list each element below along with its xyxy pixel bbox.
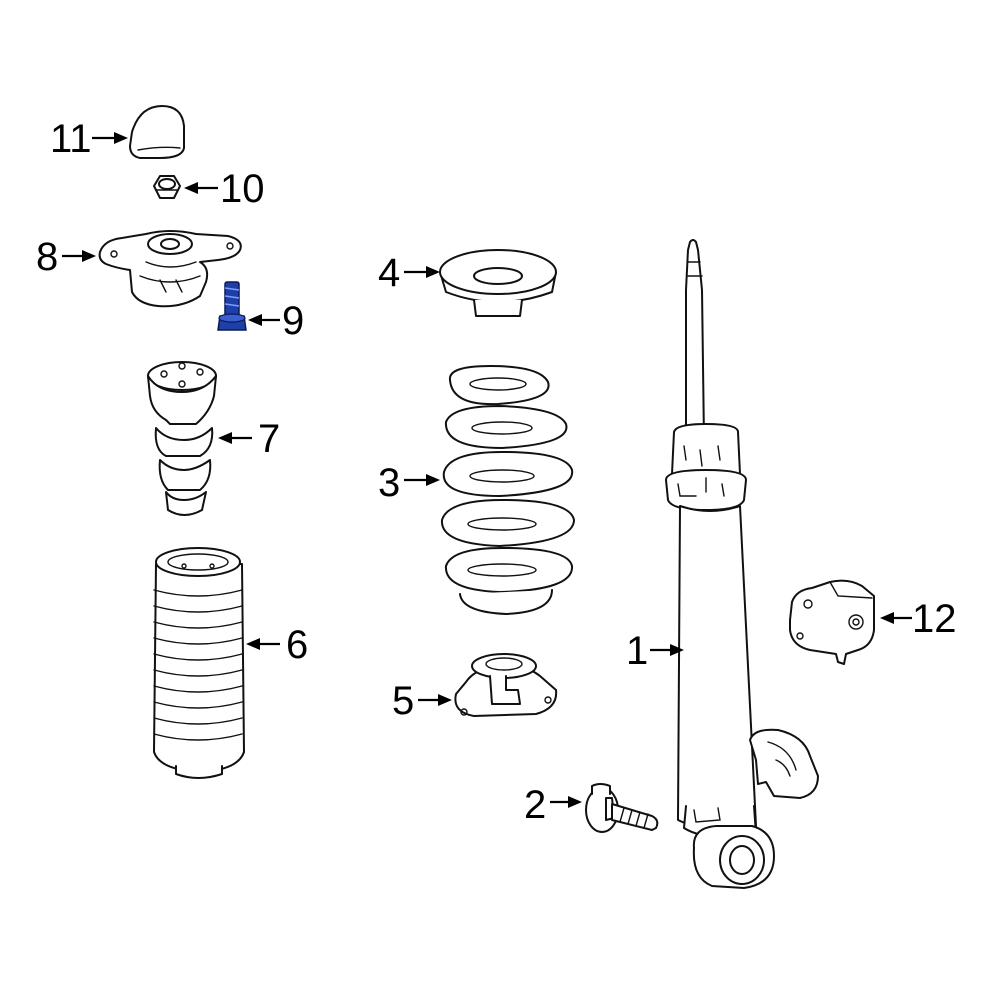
part-3-coil-spring[interactable]: [440, 365, 575, 615]
callout-11: 11: [50, 117, 128, 161]
part-4-upper-spring-seat[interactable]: [439, 249, 557, 317]
callout-4: 4: [378, 251, 440, 295]
callout-12: 12: [880, 597, 957, 641]
part-5-lower-spring-seat[interactable]: [454, 653, 558, 717]
callout-2: 2: [524, 783, 582, 827]
callout-7: 7: [218, 417, 280, 461]
callout-1: 1: [626, 629, 684, 673]
svg-text:7: 7: [258, 417, 280, 461]
part-12-bracket[interactable]: [789, 579, 875, 665]
svg-text:1: 1: [626, 629, 648, 673]
part-2-bolt[interactable]: [585, 783, 659, 833]
svg-text:5: 5: [392, 679, 414, 723]
part-8-upper-mount[interactable]: [98, 230, 242, 308]
svg-text:9: 9: [282, 299, 304, 343]
part-10-nut[interactable]: [153, 175, 181, 199]
callout-5: 5: [392, 679, 452, 723]
part-7-bump-stop[interactable]: [147, 361, 217, 516]
svg-text:2: 2: [524, 783, 546, 827]
part-6-dust-boot[interactable]: [153, 547, 245, 779]
part-1-shock-absorber[interactable]: [665, 239, 819, 889]
svg-text:6: 6: [286, 623, 308, 667]
svg-text:10: 10: [220, 167, 265, 211]
svg-text:3: 3: [378, 461, 400, 505]
part-9-bolt[interactable]: [217, 281, 247, 331]
callout-3: 3: [378, 461, 440, 505]
callout-10: 10: [184, 167, 265, 211]
svg-text:8: 8: [36, 235, 58, 279]
svg-text:4: 4: [378, 251, 400, 295]
svg-text:11: 11: [50, 117, 92, 161]
part-11-cap[interactable]: [129, 105, 185, 159]
callout-8: 8: [36, 235, 96, 279]
svg-text:12: 12: [912, 597, 957, 641]
callout-9: 9: [248, 299, 304, 343]
callout-6: 6: [246, 623, 308, 667]
